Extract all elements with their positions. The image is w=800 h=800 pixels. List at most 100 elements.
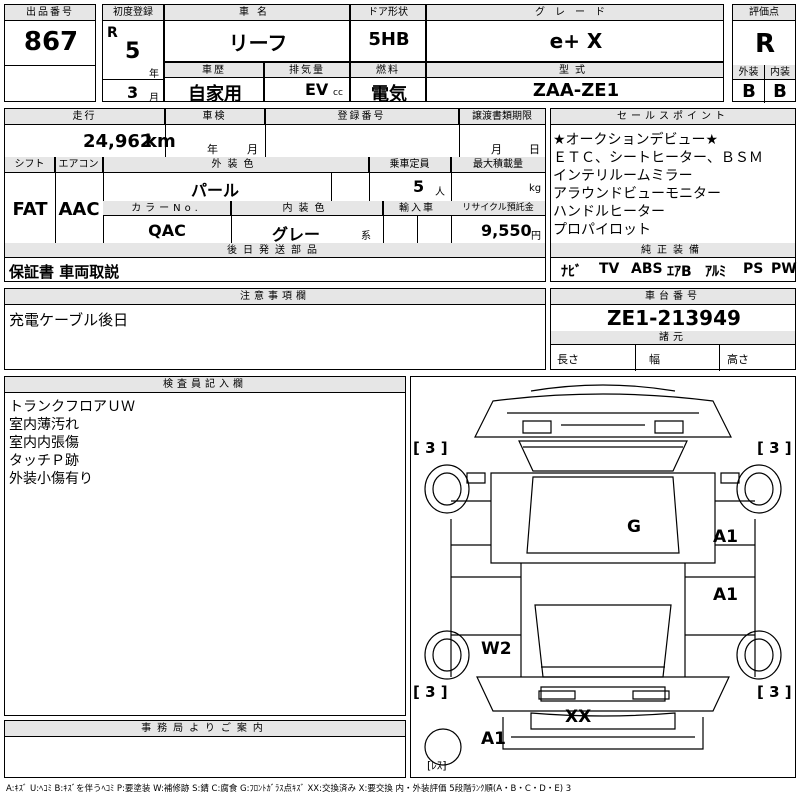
era-value: R <box>107 25 118 41</box>
sales-point-line: ハンドルヒーター <box>553 204 665 220</box>
interior-color-unit: 系 <box>361 231 371 242</box>
interior-color-value: グレー <box>271 225 320 244</box>
door-label: ドア形状 <box>351 5 425 21</box>
exterior-grade-label: 外装 <box>733 65 765 80</box>
equipment-item: PS <box>743 261 764 277</box>
mark-bl: [ 3 ] <box>413 683 448 701</box>
max-load-unit: kg <box>529 183 542 194</box>
mark-a1-lower: A1 <box>713 585 738 605</box>
sales-point-line: インテリルームミラー <box>553 168 693 184</box>
inspector-line: 外装小傷有り <box>9 471 93 487</box>
recycle-unit: 円 <box>531 231 541 242</box>
displacement-value: EV <box>305 80 329 99</box>
car-diagram-box: [ 3 ] [ 3 ] [ 3 ] [ 3 ] G A1 A1 W2 XX A1… <box>410 376 796 778</box>
chassis-box: 車台番号 ZE1-213949 諸元 長さ 幅 高さ <box>550 288 796 371</box>
capacity-unit: 人 <box>435 187 445 198</box>
mileage-label: 走行 <box>5 109 165 125</box>
inspector-line: トランクフロアＵＷ <box>9 399 135 415</box>
grade-value: e+ X <box>549 29 603 53</box>
spec-length-label: 長さ <box>557 353 579 366</box>
month-unit: 月 <box>149 93 159 104</box>
recycle-label: リサイクル預託金 <box>451 201 545 216</box>
color-no-value: QAC <box>148 221 186 240</box>
grade-label: グレード <box>427 5 723 21</box>
equipment-item: ﾅﾋﾞ <box>561 264 582 280</box>
model-type-value: ZAA-ZE1 <box>532 80 620 101</box>
mileage-value: 24,962 <box>83 131 153 152</box>
inspector-line: 室内内張傷 <box>9 435 79 451</box>
fuel-value: 電気 <box>371 84 407 105</box>
history-box: 車歴 自家用 <box>164 62 264 105</box>
sales-point-line: アラウンドビューモニター <box>553 186 721 202</box>
grade-box: グレード e+ X <box>426 4 724 62</box>
equipment-item: ｴｱB <box>667 264 692 280</box>
first-reg-month: 3 <box>127 83 139 102</box>
mark-g: G <box>627 517 641 537</box>
spec-height-label: 高さ <box>727 353 749 366</box>
notes-value: 充電ケーブル後日 <box>9 311 129 329</box>
car-name-box: 車名 リーフ <box>164 4 350 62</box>
mark-w2: W2 <box>481 639 512 659</box>
spare-tire-mark: [ﾚｽ] <box>427 759 447 772</box>
mark-xx: XX <box>565 707 592 727</box>
history-label: 車歴 <box>165 63 263 78</box>
interior-color-label: 内装色 <box>231 201 383 216</box>
transfer-deadline-label: 譲渡書類期限 <box>459 109 545 125</box>
inspection-label: 車検 <box>165 109 265 125</box>
equipment-item: TV <box>599 261 620 277</box>
inspection-month-unit: 月 <box>247 143 258 156</box>
model-type-label: 型式 <box>427 63 723 78</box>
office-label: 事務局よりご案内 <box>5 721 405 737</box>
car-outline-diagram <box>411 377 795 777</box>
notes-box: 注意事項欄 充電ケーブル後日 <box>4 288 546 370</box>
recycle-value: 9,550 <box>481 221 532 240</box>
mark-a1-upper: A1 <box>713 527 738 547</box>
rating-box: 評価点 R 外装 内装 B B <box>732 4 796 103</box>
interior-grade-label: 内装 <box>765 65 795 80</box>
registration-label: 登録番号 <box>265 109 459 125</box>
fuel-box: 燃料 電気 <box>350 62 426 105</box>
capacity-value: 5 <box>413 177 425 196</box>
office-box: 事務局よりご案内 <box>4 720 406 778</box>
color-no-label: カラーNo. <box>103 201 231 216</box>
notes-label: 注意事項欄 <box>5 289 545 305</box>
sales-point-line: ★オークションデビュー★ <box>553 132 719 148</box>
displacement-unit: cc <box>333 88 343 98</box>
rating-label: 評価点 <box>733 5 795 21</box>
transfer-day-unit: 日 <box>529 143 540 156</box>
spec-width-label: 幅 <box>649 353 660 366</box>
damage-legend: A:ｷｽﾞ U:ﾍｺﾐ B:ｷｽﾞを伴うﾍｺﾐ P:要塗装 W:補修跡 S:錆 … <box>6 784 572 794</box>
equipment-item: ｱﾙﾐ <box>705 264 726 280</box>
mark-br: [ 3 ] <box>757 683 792 701</box>
lot-number-label: 出品番号 <box>5 5 95 21</box>
rating-value: R <box>754 29 776 59</box>
interior-grade-value: B <box>773 81 787 102</box>
lot-number-value: 867 <box>23 27 79 57</box>
displacement-label: 排気量 <box>265 63 349 78</box>
mileage-unit: km <box>145 131 176 152</box>
max-load-label: 最大積載量 <box>451 157 545 173</box>
equipment-label: 純正装備 <box>551 243 795 258</box>
transfer-month-unit: 月 <box>491 143 502 156</box>
inspector-box: 検査員記入欄 トランクフロアＵＷ 室内薄汚れ 室内内張傷 タッチＰ跡 外装小傷有… <box>4 376 406 716</box>
inspection-year-unit: 年 <box>207 143 218 156</box>
import-label: 輸入車 <box>383 201 451 216</box>
aircon-value: AAC <box>58 199 100 220</box>
mark-a1-rear: A1 <box>481 729 506 749</box>
later-parts-label: 後日発送部品 <box>5 243 545 258</box>
exterior-color-value: パール <box>190 181 239 200</box>
sales-points-label: セールスポイント <box>551 109 795 125</box>
vehicle-detail-grid: 走行 車検 登録番号 譲渡書類期限 24,962 km 年 月 月 日 シフト … <box>4 108 546 282</box>
year-unit: 年 <box>149 69 159 80</box>
car-name-label: 車名 <box>165 5 349 21</box>
sales-point-line: プロパイロット <box>553 222 651 238</box>
chassis-value: ZE1-213949 <box>607 306 741 330</box>
history-value: 自家用 <box>188 84 242 105</box>
mark-tr: [ 3 ] <box>757 439 792 457</box>
first-reg-year: 5 <box>125 39 141 64</box>
equipment-item: PW <box>771 261 797 277</box>
inspector-line: タッチＰ跡 <box>9 453 79 469</box>
lot-number-box: 出品番号 867 <box>4 4 96 102</box>
specs-label: 諸元 <box>551 331 795 345</box>
first-registration-box: 初度登録 R 5 年 3 月 <box>102 4 164 104</box>
